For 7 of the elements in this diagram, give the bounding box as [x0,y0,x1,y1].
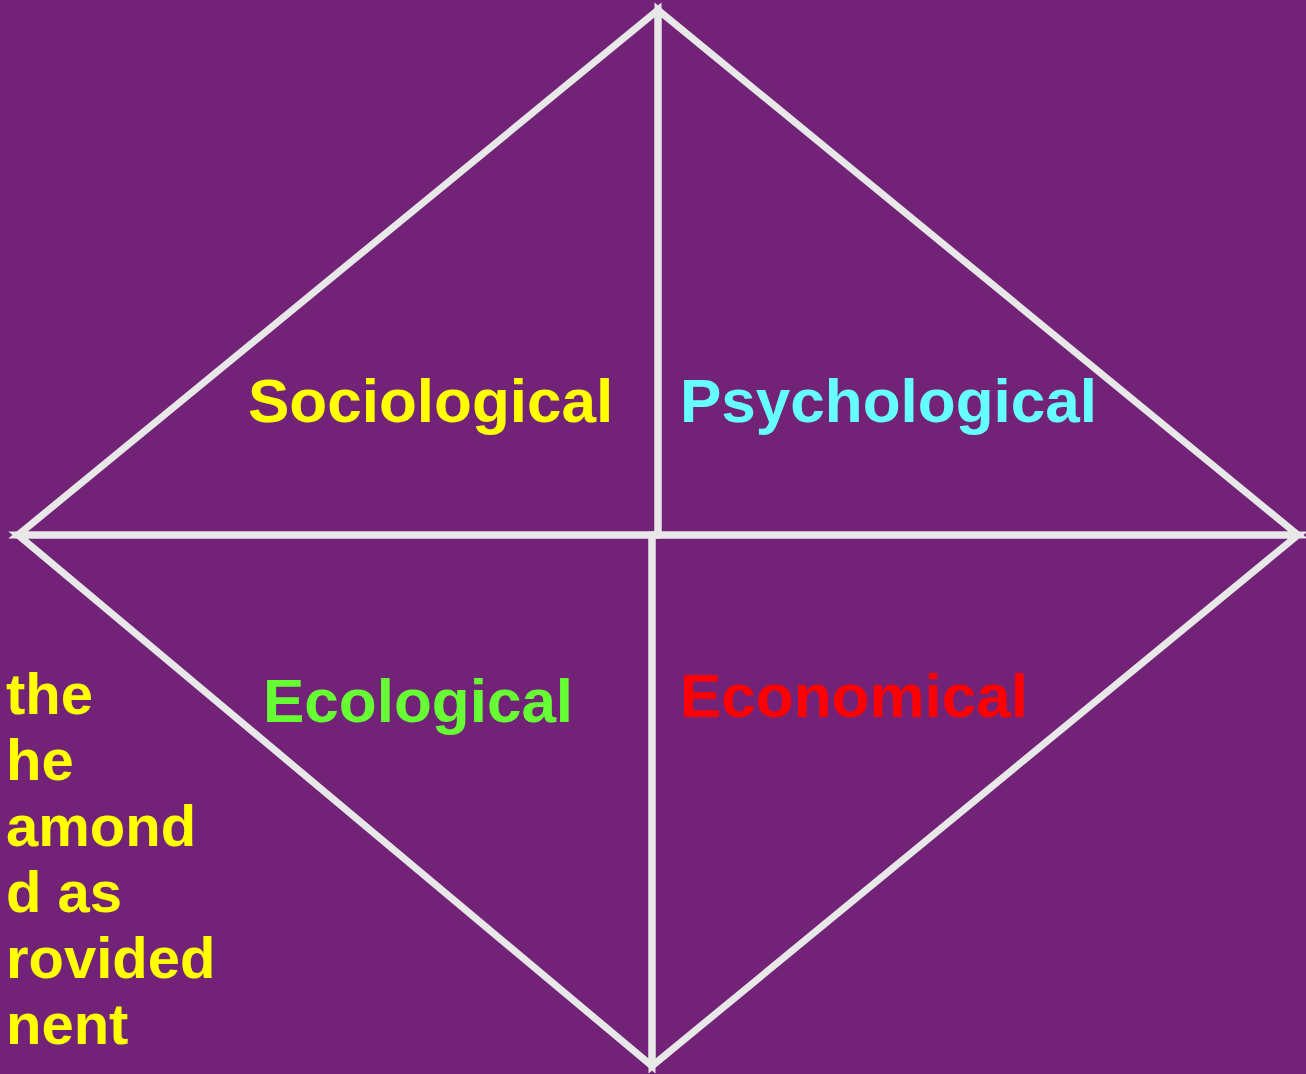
text-fragment: he [6,731,74,789]
text-fragment: rovided [6,929,216,987]
text-fragment: nent [6,995,129,1053]
text-fragment: amond [6,797,197,855]
text-fragment: d as [6,863,123,921]
segment-label: Economical [680,665,1028,727]
text-fragment: the [6,665,93,723]
